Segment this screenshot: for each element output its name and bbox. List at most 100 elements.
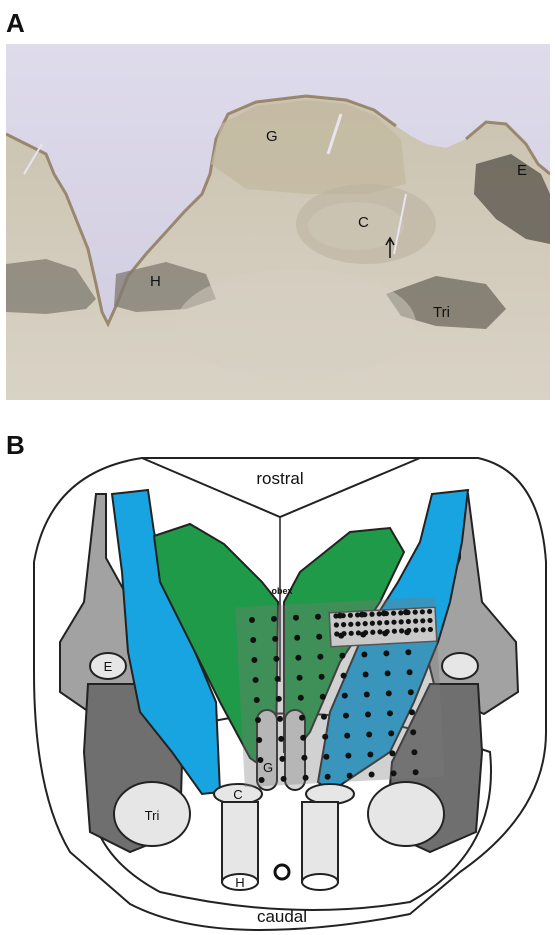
electrode-dot [249,617,255,623]
obex-label: obex [271,586,292,596]
electrode-dot [272,636,278,642]
electrode-dot [411,749,417,755]
electrode-dot [377,620,382,625]
g-label: G [263,760,273,775]
electrode-dot [369,772,375,778]
electrode-dot [339,653,345,659]
electrode-dot [367,752,373,758]
photo-label-e: E [517,162,527,179]
electrode-dot [325,774,331,780]
electrode-dot [303,775,309,781]
electrode-dot [322,734,328,740]
electrode-dot [300,735,306,741]
electrode-dot [294,635,300,641]
electrode-dot [392,629,397,634]
electrode-dot [293,615,299,621]
electrode-dot [342,693,348,699]
electrode-dot [341,622,346,627]
electrode-dot [334,631,339,636]
electrode-dot [361,652,367,658]
electrode-dot [341,613,346,618]
right-e-oval [442,653,478,679]
electrode-dot [413,619,418,624]
electrode-dot [387,710,393,716]
electrode-dot [389,750,395,756]
electrode-dot [334,622,339,627]
electrode-dot [317,654,323,660]
right-tri-oval [368,782,444,846]
central-canal [275,865,289,879]
electrode-dot [344,733,350,739]
electrode-dot [386,690,392,696]
electrode-dot [271,616,277,622]
electrode-dot [323,754,329,760]
electrode-dot [348,613,353,618]
electrode-dot [399,619,404,624]
electrode-dot [299,715,305,721]
electrode-dot [398,610,403,615]
right-h-cap [302,874,338,890]
electrode-dot [421,627,426,632]
panel-a-letter: A [6,8,25,39]
electrode-dot [278,736,284,742]
electrode-dot [315,614,321,620]
left-h-column [222,802,258,882]
electrode-dot [364,692,370,698]
electrode-dot [369,612,374,617]
schematic-diagram: rostral caudal obex E Tri C G H [30,452,552,932]
electrode-dot [405,610,410,615]
electrode-dot [356,630,361,635]
electrode-dot [348,622,353,627]
electrode-dot [377,611,382,616]
electrode-dot [370,621,375,626]
electrode-dot [420,609,425,614]
electrode-dot [320,694,326,700]
e-label: E [104,659,113,674]
panel-b-letter: B [6,430,25,461]
photo-label-h: H [150,273,161,290]
electrode-dot [409,709,415,715]
electrode-dot [297,675,303,681]
electrode-dot [413,610,418,615]
electrode-dot [277,716,283,722]
electrode-dot [406,619,411,624]
electrode-dot [405,649,411,655]
electrode-dot [355,612,360,617]
electrode-dot [370,630,375,635]
histology-section [6,44,550,400]
electrode-dot [276,696,282,702]
electrode-dot [391,611,396,616]
electrode-dot [341,673,347,679]
electrode-dot [281,776,287,782]
histology-photo [6,44,550,400]
electrode-dot [427,618,432,623]
electrode-dot [254,697,260,703]
photo-label-g: G [266,128,278,145]
electrode-dot [273,656,279,662]
electrode-dot [384,611,389,616]
electrode-dot [385,670,391,676]
caudal-label: caudal [257,907,307,926]
electrode-dot [275,676,281,682]
photo-label-tri: Tri [433,304,450,321]
electrode-dot [256,737,262,743]
electrode-dot [347,773,353,779]
electrode-dot [427,609,432,614]
electrode-dot [279,756,285,762]
electrode-dot [259,777,265,783]
electrode-dot [333,613,338,618]
electrode-dot [388,730,394,736]
electrode-dot [363,672,369,678]
c-label: C [233,787,242,802]
electrode-dot [366,732,372,738]
electrode-dot [408,689,414,695]
electrode-dot [410,729,416,735]
h-label: H [235,875,244,890]
electrode-dot [250,637,256,643]
electrode-dot [295,655,301,661]
electrode-dot [363,630,368,635]
electrode-dot [383,650,389,656]
electrode-dot [362,612,367,617]
electrode-dot [343,713,349,719]
tri-label: Tri [145,808,160,823]
